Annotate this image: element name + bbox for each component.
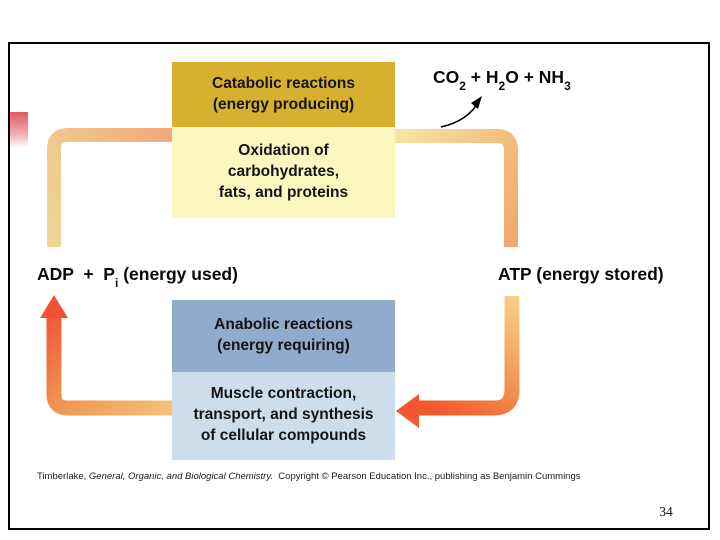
adp-label-pre: ADP + P bbox=[37, 264, 115, 284]
oxidation-box-line3: fats, and proteins bbox=[218, 184, 349, 201]
footer-author: Timberlake, bbox=[37, 471, 89, 482]
oxidation-box-line1: Oxidation of bbox=[238, 142, 329, 159]
oxidation-box-line2: carbohydrates, bbox=[227, 163, 340, 180]
footer-copyright: Copyright © Pearson Education Inc., publ… bbox=[273, 471, 581, 482]
byproducts-formula-sub: 2 bbox=[498, 78, 506, 93]
anabolic-box-line2: (energy requiring) bbox=[217, 337, 350, 354]
adp-label: ADP + Pi (energy used) bbox=[37, 262, 238, 289]
catabolic-box-line1: Catabolic reactions bbox=[212, 75, 355, 92]
byproducts-formula-sub: 3 bbox=[564, 78, 571, 93]
oxidation-box: Oxidation of carbohydrates, fats, and pr… bbox=[172, 127, 395, 218]
byproducts-formula-sub: 2 bbox=[459, 78, 466, 93]
pink-accent-bar bbox=[10, 112, 28, 148]
atp-label: ATP (energy stored) bbox=[498, 264, 664, 284]
muscle-box-line2: transport, and synthesis bbox=[193, 406, 374, 423]
byproducts-formula: CO2 + H2O + NH3 bbox=[433, 65, 571, 92]
byproducts-formula-part: + H bbox=[465, 67, 499, 87]
pipe-top-right bbox=[395, 129, 518, 247]
page-number: 34 bbox=[659, 504, 673, 519]
catabolic-box-line2: (energy producing) bbox=[212, 96, 355, 113]
footer-book-title: General, Organic, and Biological Chemist… bbox=[88, 471, 274, 482]
muscle-box-line1: Muscle contraction, bbox=[210, 385, 357, 402]
adp-label-sub: i bbox=[114, 275, 119, 290]
adp-label-post: (energy used) bbox=[118, 264, 238, 284]
anabolic-box-line1: Anabolic reactions bbox=[214, 316, 353, 333]
pipe-top-left bbox=[47, 128, 172, 247]
arrow-to-anabolic-shaft bbox=[419, 296, 520, 416]
anabolic-box: Anabolic reactions (energy requiring) bbox=[172, 300, 395, 372]
muscle-box: Muscle contraction, transport, and synth… bbox=[172, 372, 395, 460]
footer-citation: Timberlake, General, Organic, and Biolog… bbox=[37, 471, 637, 482]
byproducts-formula-part: CO bbox=[433, 67, 460, 87]
muscle-box-line3: of cellular compounds bbox=[200, 427, 367, 444]
arrow-to-adp-shaft bbox=[46, 313, 172, 416]
arrow-to-anabolic-head bbox=[396, 394, 419, 428]
arrow-to-adp-head bbox=[40, 295, 68, 318]
byproducts-formula-part: O + NH bbox=[505, 67, 565, 87]
catabolic-box: Catabolic reactions (energy producing) bbox=[172, 62, 395, 127]
curved-arrow-to-byproducts-head bbox=[471, 96, 482, 109]
